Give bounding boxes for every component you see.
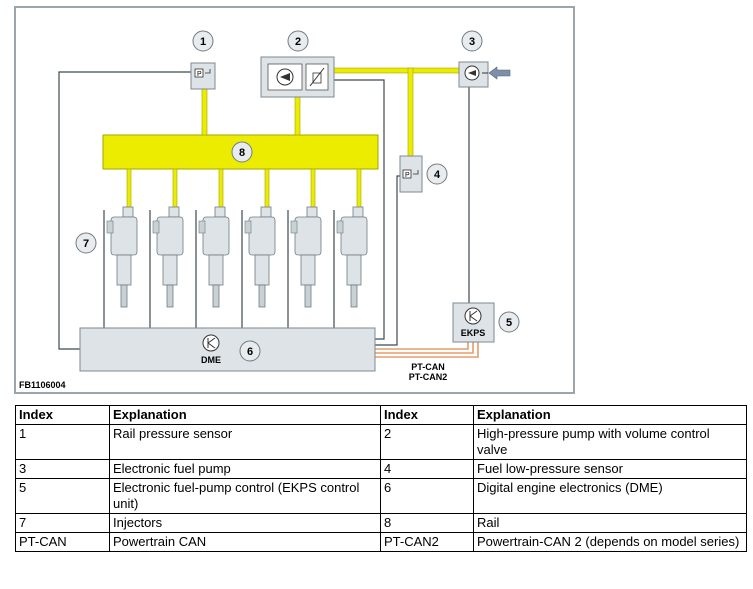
pt-can-label: PT-CAN: [411, 362, 445, 372]
header-explanation: Explanation: [109, 405, 381, 425]
svg-text:1: 1: [200, 36, 206, 48]
callout-2: 2: [287, 30, 309, 52]
high-pressure-pump: [260, 56, 335, 98]
injector: [198, 206, 230, 308]
svg-text:7: 7: [83, 238, 89, 250]
table-row: 7 Injectors 8 Rail: [15, 513, 747, 533]
index-cell: PT-CAN2: [380, 532, 474, 552]
svg-text:3: 3: [469, 36, 475, 48]
index-cell: 7: [15, 513, 110, 533]
callouts: 1 2 3 4 5 6 7 8: [75, 30, 520, 362]
table-row: 5 Electronic fuel-pump control (EKPS con…: [15, 478, 747, 514]
dme-label: DME: [201, 355, 221, 365]
injector: [244, 206, 276, 308]
table-row: 3 Electronic fuel pump 4 Fuel low-pressu…: [15, 459, 747, 479]
signal-wires: [58, 71, 470, 350]
legend-header-row: Index Explanation Index Explanation: [15, 405, 747, 425]
explanation-cell: Fuel low-pressure sensor: [473, 459, 747, 479]
svg-text:5: 5: [506, 317, 512, 329]
explanation-cell: Powertrain-CAN 2 (depends on model serie…: [473, 532, 747, 552]
svg-text:6: 6: [247, 346, 253, 358]
header-index: Index: [380, 405, 474, 425]
rail-pressure-sensor: P: [190, 62, 216, 90]
svg-text:8: 8: [239, 147, 245, 159]
explanation-cell: High-pressure pump with volume control v…: [473, 424, 747, 460]
callout-3: 3: [461, 30, 483, 52]
figure-id: FB1106004: [19, 380, 66, 390]
ekps-control-unit: EKPS: [452, 302, 495, 343]
explanation-cell: Injectors: [109, 513, 381, 533]
svg-text:P: P: [197, 71, 202, 78]
explanation-cell: Rail pressure sensor: [109, 424, 381, 460]
svg-text:4: 4: [434, 169, 441, 181]
callout-1: 1: [192, 30, 214, 52]
index-cell: 3: [15, 459, 110, 479]
index-cell: 1: [15, 424, 110, 460]
bus-lines: [375, 342, 479, 358]
index-cell: PT-CAN: [15, 532, 110, 552]
explanation-cell: Electronic fuel pump: [109, 459, 381, 479]
callout-7: 7: [75, 232, 97, 254]
explanation-cell: Digital engine electronics (DME): [473, 478, 747, 514]
electronic-fuel-pump: [458, 61, 511, 88]
callout-4: 4: [426, 163, 448, 185]
index-cell: 6: [380, 478, 474, 514]
legend-table: Index Explanation Index Explanation 1 Ra…: [15, 405, 747, 552]
index-cell: 2: [380, 424, 474, 460]
explanation-cell: Rail: [473, 513, 747, 533]
table-row: 1 Rail pressure sensor 2 High-pressure p…: [15, 424, 747, 460]
injector: [290, 206, 322, 308]
pt-can2-label: PT-CAN2: [409, 372, 448, 382]
table-row: PT-CAN Powertrain CAN PT-CAN2 Powertrain…: [15, 532, 747, 552]
svg-text:P: P: [405, 172, 410, 179]
callout-5: 5: [498, 311, 520, 333]
index-cell: 5: [15, 478, 110, 514]
injectors: [106, 206, 368, 308]
svg-text:2: 2: [295, 36, 301, 48]
header-explanation: Explanation: [473, 405, 747, 425]
index-cell: 8: [380, 513, 474, 533]
callout-6: 6: [239, 340, 261, 362]
callout-8: 8: [231, 141, 253, 163]
ekps-label: EKPS: [461, 328, 486, 338]
fuel-system-diagram: P P EKPS: [14, 6, 575, 394]
fuel-low-pressure-sensor: P: [399, 155, 423, 193]
explanation-cell: Powertrain CAN: [109, 532, 381, 552]
dme-control-unit: DME: [79, 327, 376, 372]
injector: [106, 206, 138, 308]
injector: [336, 206, 368, 308]
injector: [152, 206, 184, 308]
index-cell: 4: [380, 459, 474, 479]
header-index: Index: [15, 405, 110, 425]
explanation-cell: Electronic fuel-pump control (EKPS contr…: [109, 478, 381, 514]
